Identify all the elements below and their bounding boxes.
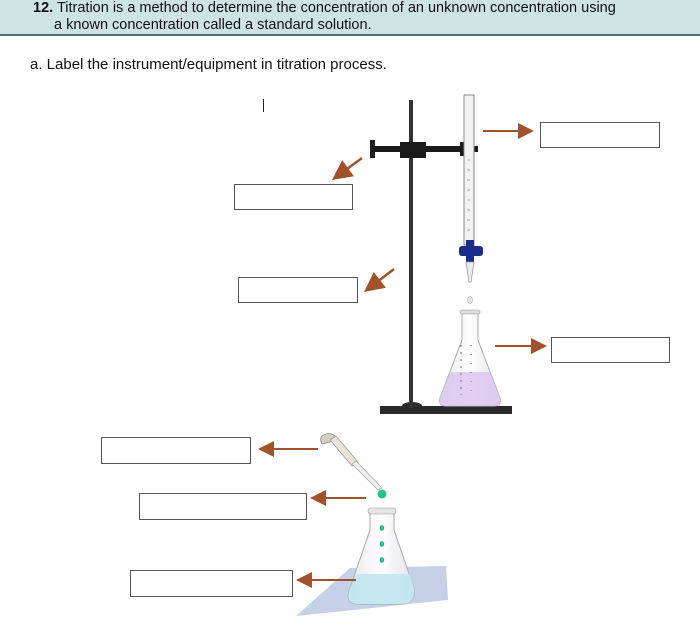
question-number: 12. bbox=[33, 0, 54, 16]
dropper bbox=[320, 433, 387, 499]
text-cursor bbox=[263, 99, 264, 112]
part-a-instruction: a. Label the instrument/equipment in tit… bbox=[30, 56, 387, 73]
label-arrows bbox=[258, 123, 547, 588]
answer-box-dropper[interactable] bbox=[101, 437, 251, 464]
question-text-1: Titration is a method to determine the c… bbox=[56, 0, 616, 16]
retort-stand bbox=[380, 100, 512, 414]
burette bbox=[459, 94, 483, 304]
answer-box-conical-flask[interactable] bbox=[551, 337, 670, 363]
question-line-1: 12. Titration is a method to determine t… bbox=[33, 0, 616, 16]
answer-box-indicator[interactable] bbox=[139, 493, 307, 520]
answer-box-flask-solution[interactable] bbox=[130, 570, 293, 597]
question-header: 12. Titration is a method to determine t… bbox=[0, 0, 700, 36]
conical-flask-bottom bbox=[296, 507, 448, 616]
answer-box-burette[interactable] bbox=[540, 122, 660, 148]
answer-box-stand[interactable] bbox=[238, 277, 358, 303]
burette-clamp bbox=[370, 140, 478, 158]
question-line-2: a known concentration called a standard … bbox=[54, 17, 372, 33]
answer-box-clamp[interactable] bbox=[234, 184, 353, 210]
conical-flask-top bbox=[439, 309, 501, 407]
